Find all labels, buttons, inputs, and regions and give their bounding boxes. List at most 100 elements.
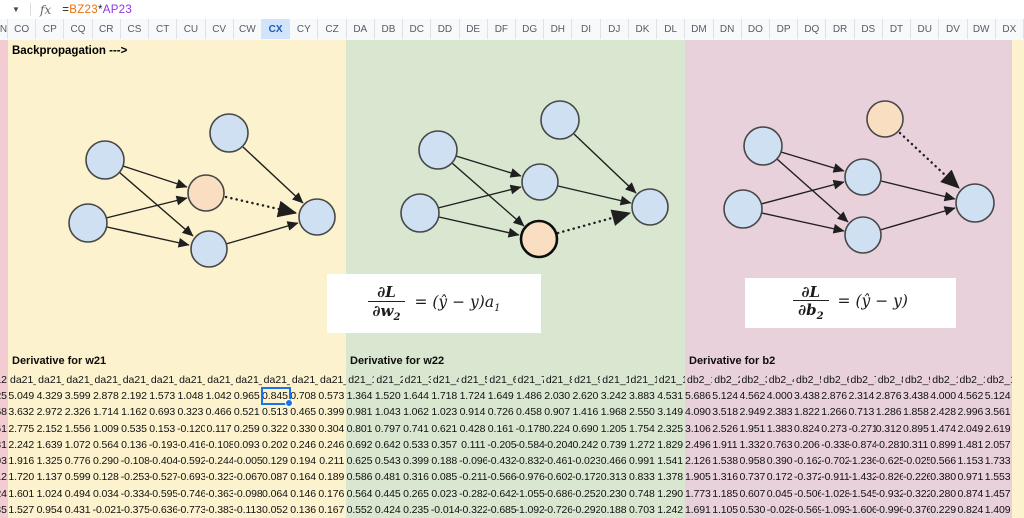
column-header-DH[interactable]: DH — [544, 19, 573, 39]
cell[interactable]: 0.533 — [403, 438, 429, 451]
cell[interactable]: 1.137 — [36, 471, 63, 484]
column-label[interactable]: d21_12 — [658, 374, 685, 386]
column-label[interactable]: da21_3 — [66, 374, 92, 386]
cell[interactable]: 0.445 — [374, 487, 401, 500]
cell[interactable]: -0.021 — [92, 503, 121, 516]
cell[interactable]: -0.172 — [572, 471, 601, 484]
cell[interactable]: 2.314 — [848, 390, 875, 402]
column-header-CR[interactable]: CR — [92, 19, 121, 39]
cell[interactable]: 0.167 — [318, 503, 345, 516]
cell[interactable]: 2.550 — [628, 406, 655, 419]
cell[interactable]: -0.693 — [177, 471, 206, 484]
cell[interactable]: 0.176 — [318, 487, 345, 500]
column-header-DG[interactable]: DG — [515, 19, 545, 39]
cell[interactable]: -0.932 — [875, 487, 903, 500]
cell[interactable]: 3.242 — [600, 390, 627, 402]
cell[interactable]: 0.741 — [403, 422, 429, 435]
cell[interactable]: 4.090 — [685, 406, 711, 419]
cell[interactable]: -0.685 — [487, 503, 516, 516]
cell[interactable]: -1.236 — [848, 455, 876, 467]
cell[interactable]: 0.045 — [766, 487, 793, 500]
cell[interactable]: 1.822 — [794, 406, 820, 419]
column-header-DT[interactable]: DT — [882, 19, 912, 39]
cell[interactable]: 1.457 — [984, 487, 1011, 500]
column-label[interactable]: d21_2 — [376, 374, 402, 386]
cell[interactable]: -1.092 — [515, 503, 544, 516]
cell[interactable]: 1.009 — [92, 422, 119, 435]
cell[interactable]: -0.023 — [572, 455, 601, 467]
column-header-DP[interactable]: DP — [769, 19, 799, 39]
cell[interactable]: -0.098 — [233, 487, 262, 500]
cell[interactable]: 4.000 — [766, 390, 793, 402]
column-header-N[interactable]: N — [0, 19, 8, 39]
cell[interactable]: 2.620 — [572, 390, 599, 402]
cell[interactable]: 0.242 — [572, 438, 599, 451]
cell[interactable]: 0.895 — [903, 422, 929, 435]
column-header-DK[interactable]: DK — [628, 19, 658, 39]
cell[interactable]: -0.375 — [120, 503, 149, 516]
cell[interactable]: 0.357 — [431, 438, 458, 451]
cell[interactable]: 0.907 — [544, 406, 571, 419]
cell[interactable]: 0.566 — [930, 455, 957, 467]
cell[interactable]: 1.718 — [431, 390, 458, 402]
cell[interactable]: 1.691 — [685, 503, 711, 516]
cell[interactable]: -0.323 — [205, 471, 234, 484]
cell[interactable]: 1.024 — [36, 487, 63, 500]
cell[interactable]: -0.226 — [903, 471, 931, 484]
cell[interactable]: 0.224 — [544, 422, 571, 435]
column-label[interactable]: db2_11 — [959, 374, 985, 386]
cell[interactable]: 0.206 — [794, 438, 820, 451]
cell[interactable]: 1.520 — [374, 390, 401, 402]
cell[interactable]: 1.416 — [572, 406, 599, 419]
cell[interactable]: 0.273 — [821, 422, 848, 435]
cell[interactable]: 0.313 — [600, 471, 627, 484]
column-header-DX[interactable]: DX — [995, 19, 1024, 39]
cell[interactable]: 3.632 — [8, 406, 35, 419]
cell[interactable]: 0.246 — [290, 438, 316, 451]
cell[interactable]: 0.323 — [177, 406, 204, 419]
cell[interactable]: 0.494 — [64, 487, 91, 500]
cell[interactable]: 0.246 — [318, 438, 345, 451]
cell[interactable]: 1.153 — [957, 455, 984, 467]
cell[interactable]: -0.566 — [487, 471, 516, 484]
cell[interactable]: 1.553 — [984, 471, 1011, 484]
cell[interactable]: 0.211 — [319, 455, 345, 467]
cell[interactable]: 0.466 — [600, 455, 627, 467]
cell[interactable]: 2.049 — [957, 422, 984, 435]
column-header-DR[interactable]: DR — [826, 19, 855, 39]
cell[interactable]: 1.644 — [403, 390, 429, 402]
cell[interactable]: 0.189 — [318, 471, 345, 484]
cell[interactable]: -0.271 — [848, 422, 876, 435]
cell[interactable]: 1.601 — [8, 487, 35, 500]
column-label[interactable]: db2_6 — [823, 374, 848, 386]
column-label[interactable]: da21_4 — [94, 374, 121, 386]
cell[interactable]: 5.124 — [984, 390, 1011, 402]
cell[interactable]: -0.211 — [459, 471, 488, 484]
column-label[interactable]: db2_10 — [932, 374, 957, 386]
cell[interactable]: 0.599 — [64, 471, 91, 484]
column-label[interactable]: db2_8 — [877, 374, 903, 386]
cell[interactable]: 1.062 — [403, 406, 429, 419]
cell[interactable]: 1.714 — [92, 406, 119, 419]
cell[interactable]: -0.461 — [543, 455, 573, 467]
cell[interactable]: 3.561 — [984, 406, 1011, 419]
cell[interactable]: 0.034 — [92, 487, 119, 500]
cell[interactable]: 4.562 — [957, 390, 984, 402]
cell[interactable]: 1.720 — [8, 471, 35, 484]
cell[interactable]: -0.113 — [233, 503, 262, 516]
cell[interactable]: 0.466 — [205, 406, 232, 419]
cell[interactable]: 1.733 — [984, 455, 1011, 467]
cell[interactable]: 0.521 — [233, 406, 260, 419]
cell[interactable]: 0.312 — [875, 422, 902, 435]
cell[interactable]: -0.067 — [233, 471, 262, 484]
cell[interactable]: 1.649 — [487, 390, 514, 402]
cell[interactable]: -0.281 — [875, 438, 903, 451]
cell[interactable]: 0.713 — [848, 406, 875, 419]
column-label[interactable]: db2_3 — [741, 374, 767, 386]
cell[interactable]: 0.380 — [930, 471, 957, 484]
cell[interactable]: 0.708 — [290, 390, 316, 402]
column-header-CW[interactable]: CW — [233, 19, 262, 39]
cell[interactable]: 1.378 — [657, 471, 683, 484]
cell[interactable]: 0.311 — [903, 438, 929, 451]
cell[interactable]: -0.322 — [459, 503, 488, 516]
